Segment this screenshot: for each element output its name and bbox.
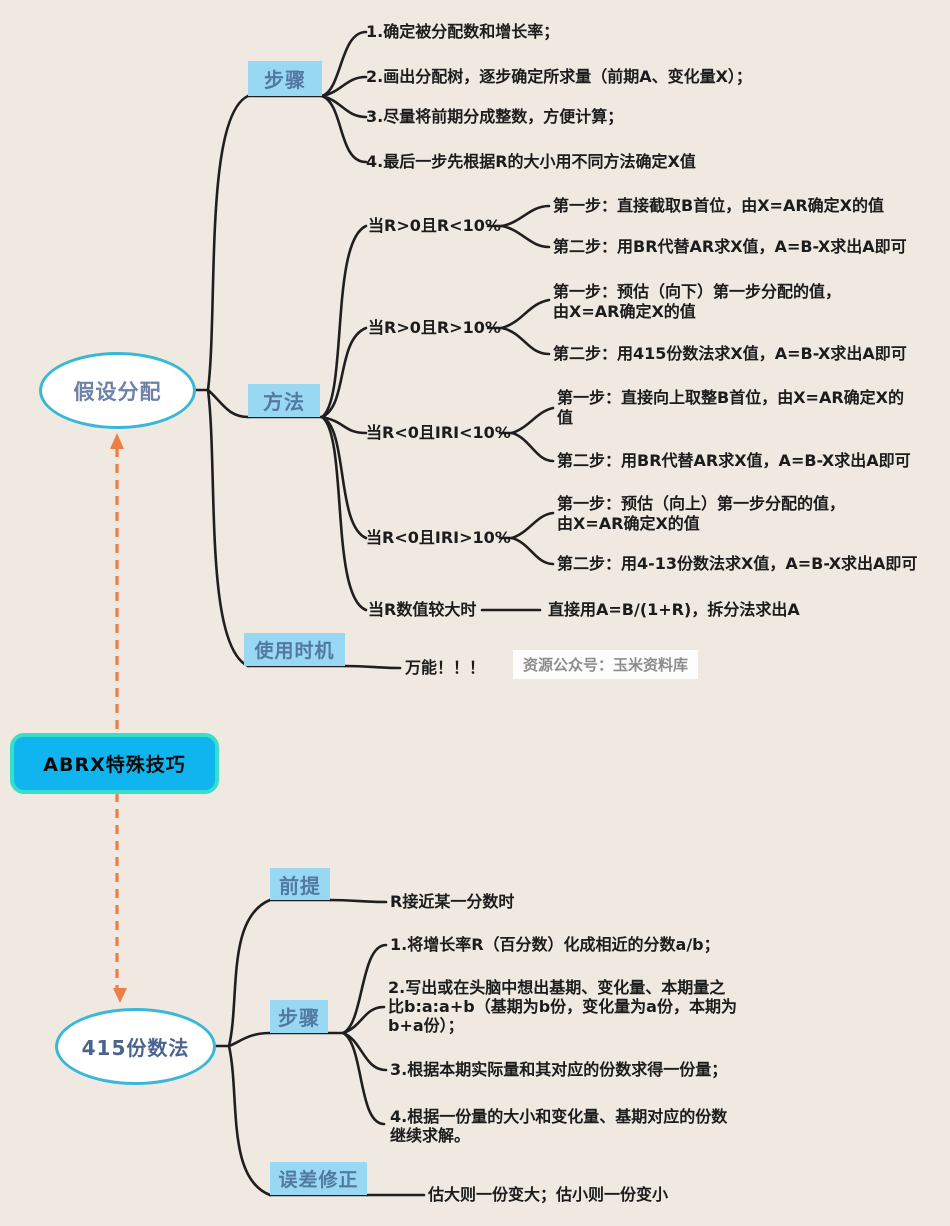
branch-label-steps-2: 步骤 xyxy=(270,1000,328,1033)
topic-node-hypothetical-allocation: 假设分配 xyxy=(39,352,196,429)
branch-label-methods: 方法 xyxy=(248,384,320,417)
step-item-3: 3.尽量将前期分成整数，方便计算； xyxy=(366,107,624,126)
topic-label: 415份数法 xyxy=(81,1036,190,1060)
case1-step1: 第一步：直接截取B首位，由X=AR确定X的值 xyxy=(553,196,884,215)
branch-label-timing: 使用时机 xyxy=(244,633,345,666)
method-step-4: 4.根据一份量的大小和变化量、基期对应的份数 继续求解。 xyxy=(390,1107,728,1145)
watermark-text: 资源公众号：玉米资料库 xyxy=(513,650,699,679)
arrow-up-icon xyxy=(110,433,124,449)
arrow-down-icon xyxy=(113,988,127,1003)
timing-note: 万能！！！ xyxy=(405,658,486,677)
condition-r-neg-gt10: 当R<0且IRI>10% xyxy=(366,528,511,547)
premise-note: R接近某一分数时 xyxy=(390,892,515,911)
correction-note: 估大则一份变大；估小则一份变小 xyxy=(428,1185,669,1204)
method-step-3: 3.根据本期实际量和其对应的份数求得一份量； xyxy=(390,1060,728,1079)
case3-step1: 第一步：直接向上取整B首位，由X=AR确定X的 值 xyxy=(557,388,904,427)
topic-node-415-method: 415份数法 xyxy=(55,1008,216,1085)
branch-label-premise: 前提 xyxy=(270,868,330,900)
black-branch-curves xyxy=(194,30,555,1197)
case3-step2: 第二步：用BR代替AR求X值，A=B-X求出A即可 xyxy=(557,451,911,470)
branch-label-steps: 步骤 xyxy=(248,61,322,96)
method-step-2: 2.写出或在头脑中想出基期、变化量、本期量之 比b:a:a+b（基期为b份，变化… xyxy=(388,978,737,1035)
topic-label: 假设分配 xyxy=(73,379,162,404)
condition-r-neg-lt10: 当R<0且IRI<10% xyxy=(366,423,511,442)
case1-step2: 第二步：用BR代替AR求X值，A=B-X求出A即可 xyxy=(553,237,907,256)
case2-step2: 第二步：用415份数法求X值，A=B-X求出A即可 xyxy=(553,344,907,363)
step-item-4: 4.最后一步先根据R的大小用不同方法确定X值 xyxy=(366,152,696,171)
step-item-1: 1.确定被分配数和增长率； xyxy=(366,22,560,41)
root-node-abrx: ABRX特殊技巧 xyxy=(10,733,219,794)
method-step-1: 1.将增长率R（百分数）化成相近的分数a/b； xyxy=(390,935,720,954)
case4-step1: 第一步：预估（向上）第一步分配的值， 由X=AR确定X的值 xyxy=(557,494,846,533)
condition-r-pos-gt10: 当R>0且R>10% xyxy=(368,318,501,337)
case4-step2: 第二步：用4-13份数法求X值，A=B-X求出A即可 xyxy=(557,554,918,573)
condition-r-pos-lt10: 当R>0且R<10% xyxy=(368,216,501,235)
case2-step1: 第一步：预估（向下）第一步分配的值， 由X=AR确定X的值 xyxy=(553,282,842,321)
arrowheads xyxy=(110,433,127,1003)
root-label: ABRX特殊技巧 xyxy=(43,754,186,776)
branch-label-correction: 误差修正 xyxy=(270,1162,367,1195)
condition-r-large: 当R数值较大时 xyxy=(368,600,477,619)
case5-note: 直接用A=B/(1+R)，拆分法求出A xyxy=(548,600,800,619)
step-item-2: 2.画出分配树，逐步确定所求量（前期A、变化量X）； xyxy=(366,67,752,86)
